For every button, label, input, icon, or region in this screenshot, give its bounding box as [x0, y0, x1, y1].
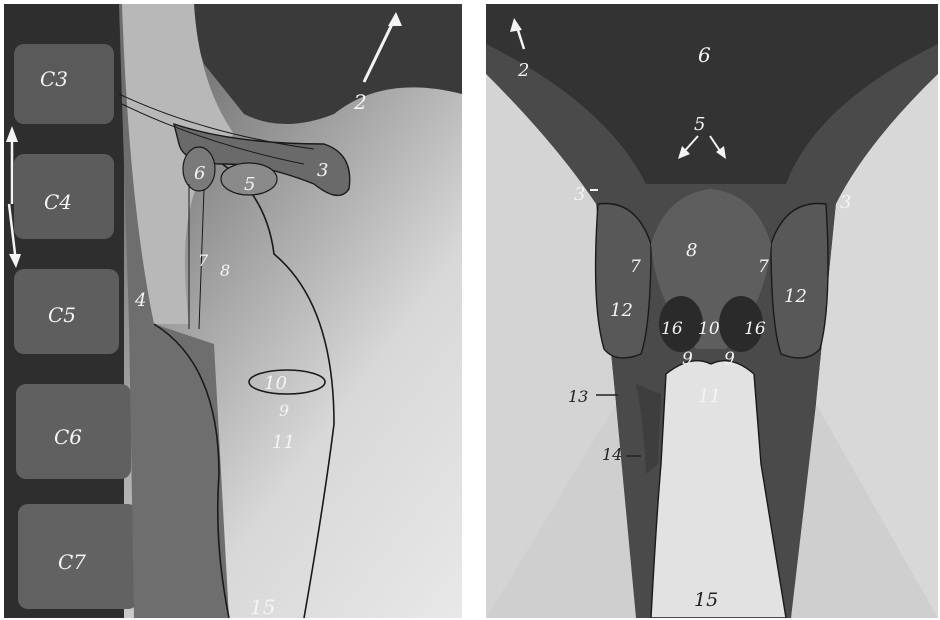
label-7: 7 [198, 251, 209, 270]
label-8: 8 [220, 261, 230, 280]
label-2: 2 [353, 90, 367, 114]
label-7-right: 7 [758, 257, 769, 277]
label-c3: C3 [40, 67, 68, 91]
label-9-left: 9 [682, 349, 693, 369]
label-13: 13 [568, 387, 588, 406]
label-4: 4 [134, 290, 146, 311]
label-8: 8 [686, 240, 697, 261]
label-c7: C7 [58, 550, 86, 574]
label-16-left: 16 [661, 319, 683, 339]
label-10: 10 [264, 373, 287, 394]
label-10: 10 [698, 319, 720, 339]
label-15: 15 [250, 595, 275, 618]
label-c4: C4 [44, 190, 72, 214]
label-7-left: 7 [630, 257, 641, 277]
label-5: 5 [694, 114, 705, 135]
frontal-radiograph-panel: 2 3 3 5 6 7 7 8 9 9 10 11 12 12 13 14 15… [486, 4, 938, 618]
label-c5: C5 [48, 303, 76, 327]
label-9-right: 9 [724, 349, 735, 369]
lateral-radiograph-panel: C3 C4 C5 C6 C7 2 3 4 5 6 7 8 9 10 11 15 [4, 4, 462, 618]
label-3-left: 3 [574, 184, 585, 205]
label-11: 11 [698, 386, 721, 407]
label-6: 6 [194, 163, 205, 184]
label-15: 15 [694, 589, 718, 611]
label-c6: C6 [54, 425, 82, 449]
label-12-right: 12 [784, 286, 807, 307]
label-12-left: 12 [610, 300, 633, 321]
label-6: 6 [698, 43, 711, 67]
label-16-right: 16 [744, 319, 766, 339]
label-3-right: 3 [840, 192, 851, 213]
label-14: 14 [602, 445, 622, 464]
label-11: 11 [272, 432, 295, 453]
label-2: 2 [517, 60, 529, 81]
label-9: 9 [279, 401, 289, 420]
label-3: 3 [317, 160, 328, 181]
structure-12-right [771, 204, 828, 359]
structure-12-left [596, 204, 651, 359]
frontal-radiograph: 2 3 3 5 6 7 7 8 9 9 10 11 12 12 13 14 15… [486, 4, 938, 618]
lateral-radiograph: C3 C4 C5 C6 C7 2 3 4 5 6 7 8 9 10 11 15 [4, 4, 462, 618]
label-5: 5 [244, 174, 255, 195]
